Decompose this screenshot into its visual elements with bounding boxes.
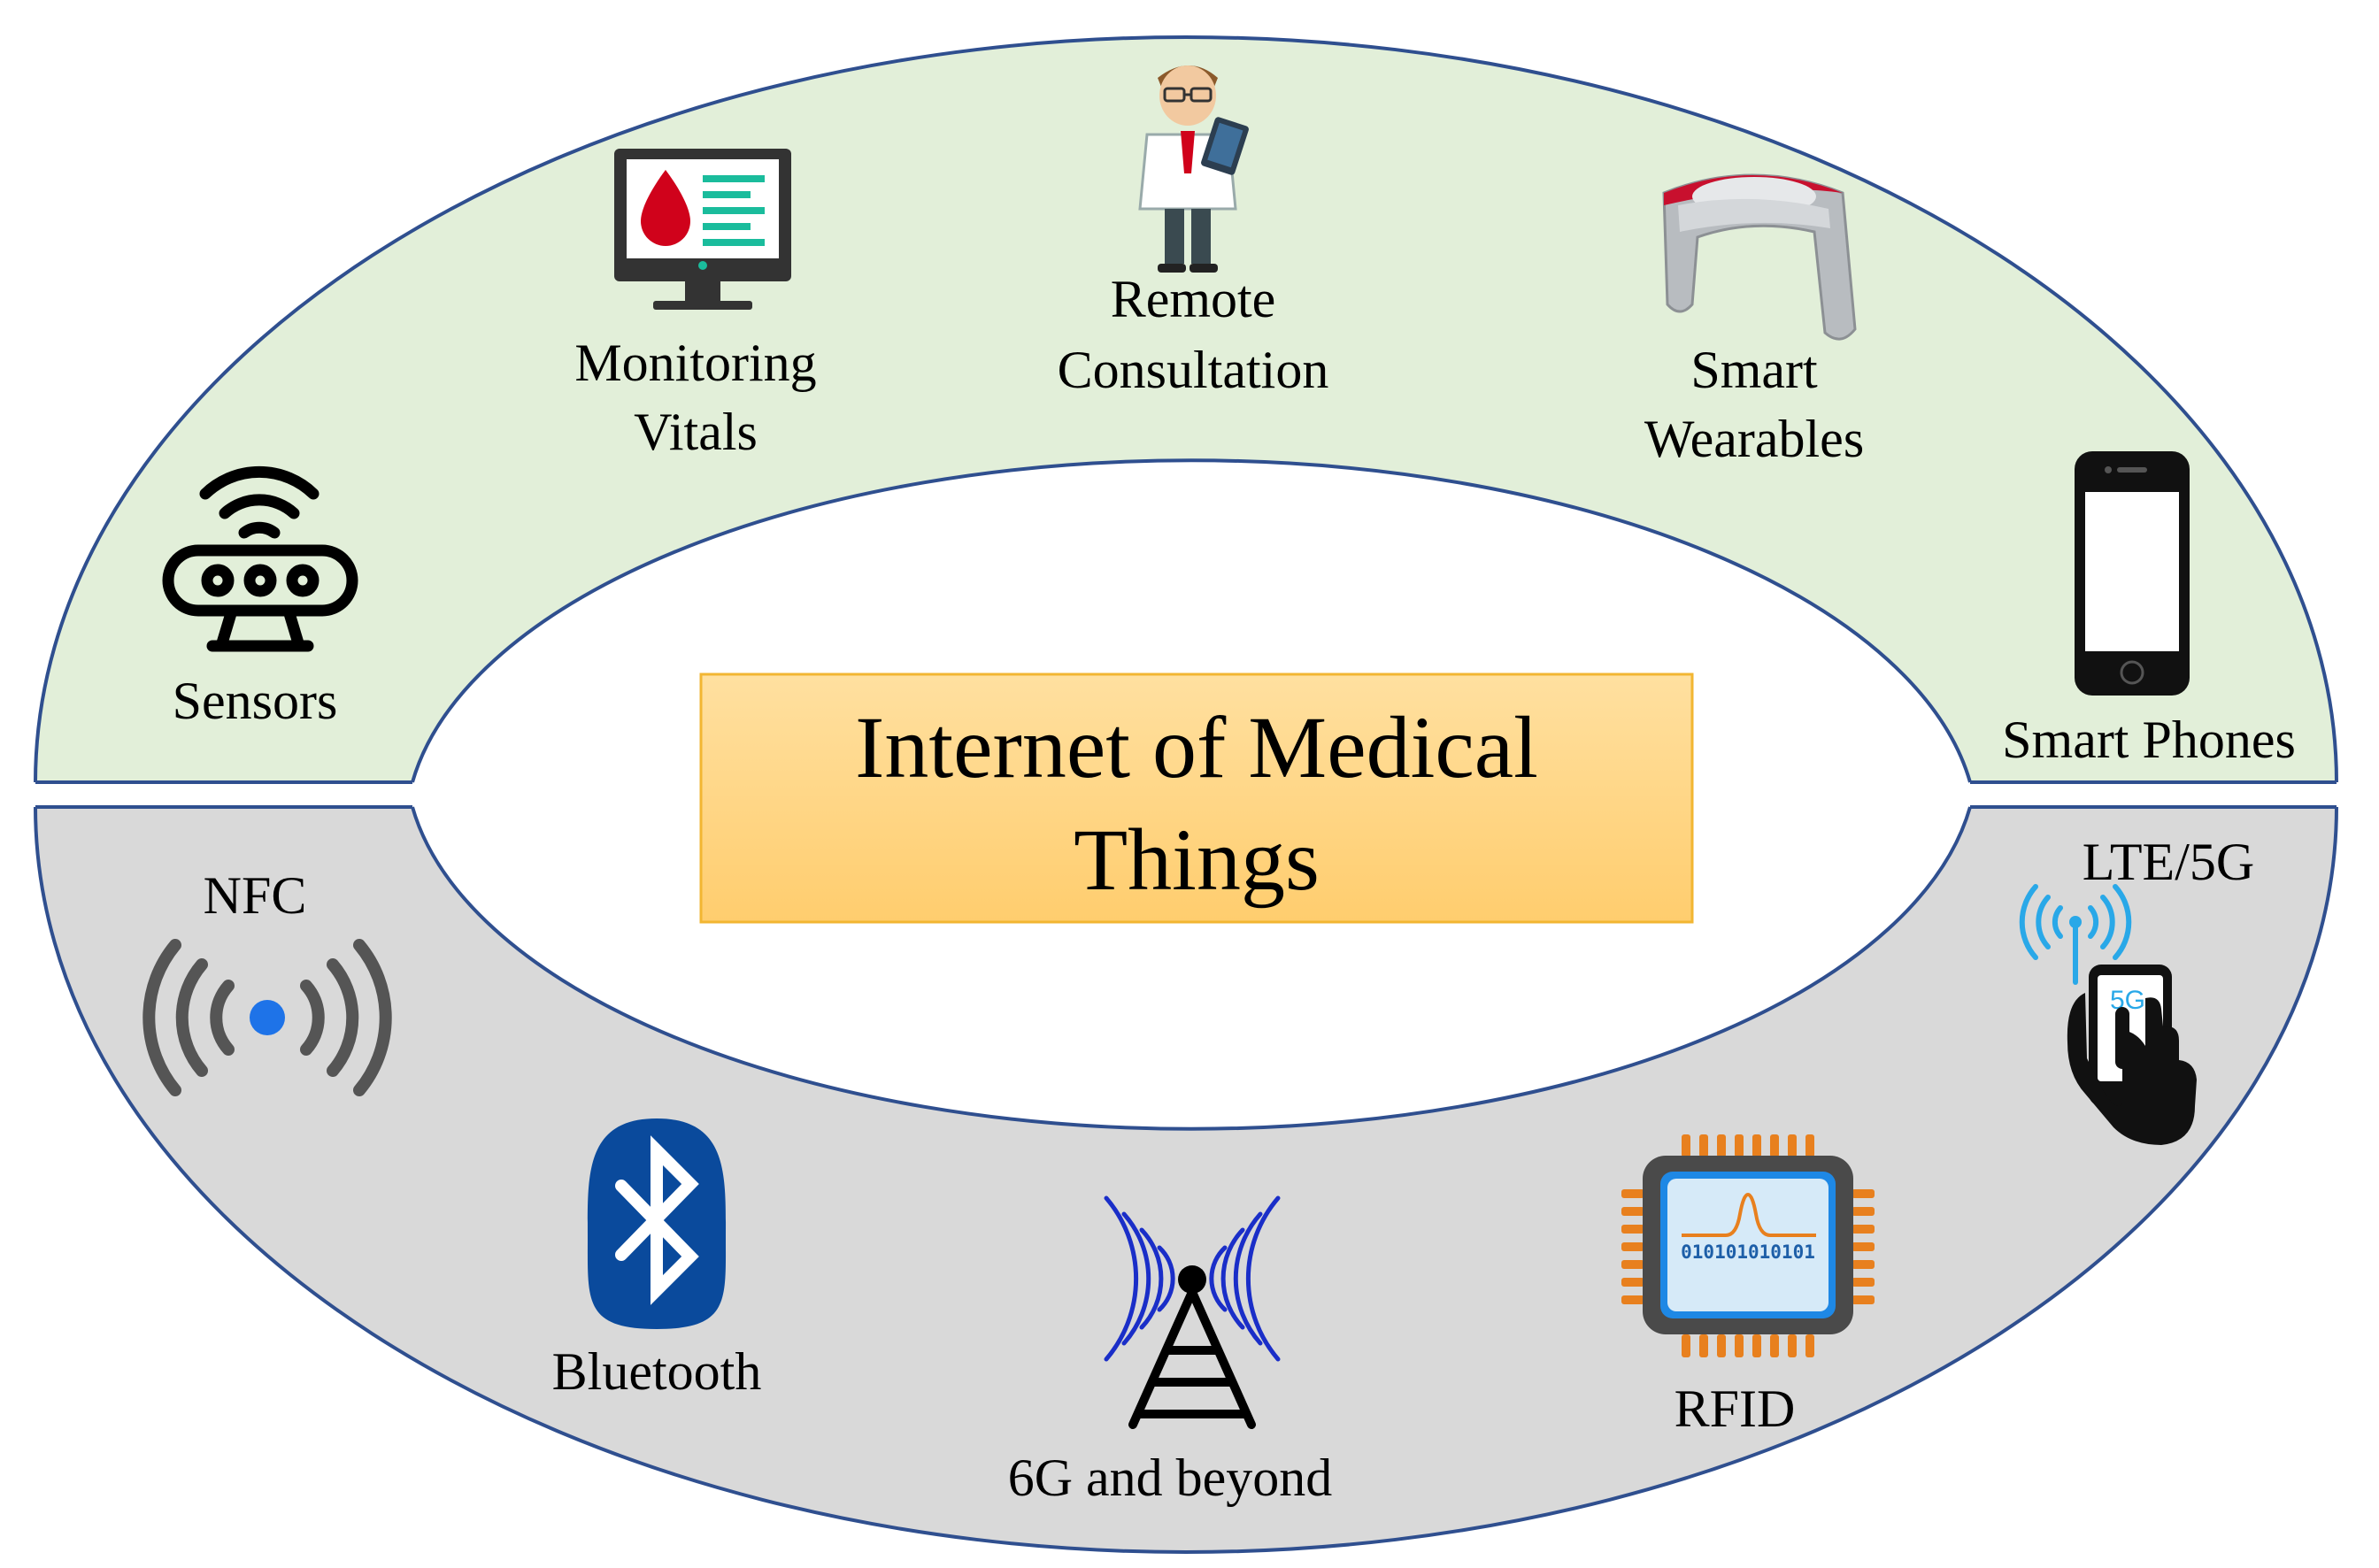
rfid-label: RFID xyxy=(1675,1380,1796,1438)
lte-item: LTE/5G 5G xyxy=(2019,833,2254,1145)
phones-item: Smart Phones xyxy=(2002,451,2296,769)
monitoring-label-2: Vitals xyxy=(634,403,758,461)
lte-label: LTE/5G xyxy=(2083,833,2254,891)
phones-label: Smart Phones xyxy=(2002,711,2296,769)
bluetooth-icon xyxy=(587,1118,727,1329)
title-line-1: Internet of Medical xyxy=(855,698,1538,796)
bluetooth-item: Bluetooth xyxy=(552,1118,762,1401)
sensors-label: Sensors xyxy=(173,672,338,730)
wearable-band-icon xyxy=(1662,173,1857,341)
wearables-label-2: Wearables xyxy=(1644,410,1864,468)
sixg-label: 6G and beyond xyxy=(1008,1449,1333,1507)
wearables-label-1: Smart xyxy=(1690,341,1818,399)
monitoring-label-1: Monitoring xyxy=(574,334,816,392)
rfid-chip-icon: 010101010101 xyxy=(1621,1134,1875,1357)
title-box: Internet of Medical Things xyxy=(699,673,1694,924)
sensor-icon xyxy=(162,465,358,652)
nfc-item: NFC xyxy=(142,866,392,1096)
smartphone-icon xyxy=(2075,451,2190,696)
svg-text:010101010101: 010101010101 xyxy=(1681,1241,1815,1263)
consultation-label-2: Consultation xyxy=(1058,341,1329,399)
monitoring-item: Monitoring Vitals xyxy=(574,149,817,461)
doctor-icon xyxy=(1138,65,1249,273)
nfc-icon xyxy=(142,939,392,1096)
sixg-item: 6G and beyond xyxy=(1008,1195,1333,1507)
nfc-label: NFC xyxy=(204,866,307,925)
rfid-item: 010101010101 RFID xyxy=(1621,1134,1875,1438)
consultation-item: Remote Consultation xyxy=(1058,65,1329,399)
consultation-label-1: Remote xyxy=(1111,270,1276,328)
bottom-band xyxy=(34,805,2338,1554)
bluetooth-label: Bluetooth xyxy=(552,1342,762,1401)
title-line-2: Things xyxy=(1074,811,1320,909)
hand-5g-phone-icon: 5G xyxy=(2019,884,2197,1145)
radio-tower-icon xyxy=(1104,1195,1281,1429)
monitor-blood-drop-icon xyxy=(614,149,791,310)
sensors-item: Sensors xyxy=(162,465,358,730)
wearables-item: Smart Wearables xyxy=(1644,173,1864,468)
